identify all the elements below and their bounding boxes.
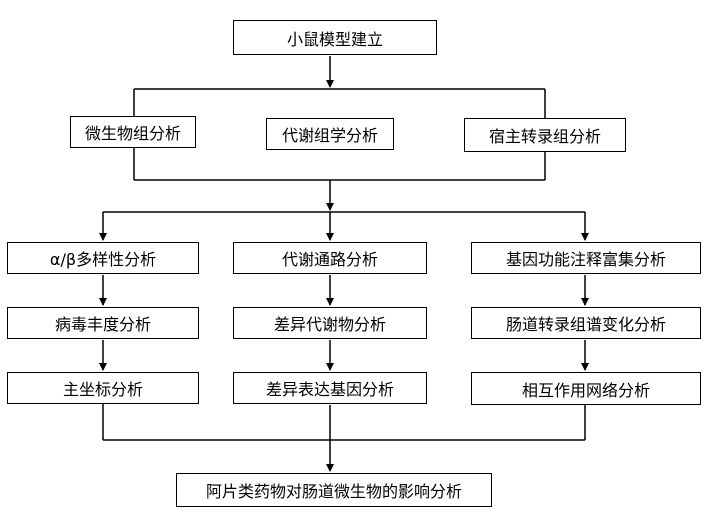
node-alpha-beta-diversity: α/β多样性分析 [7,242,199,274]
node-gut-transcriptome-changes: 肠道转录组谱变化分析 [471,307,701,339]
node-virus-abundance: 病毒丰度分析 [7,307,199,339]
node-metabolic-pathway: 代谢通路分析 [233,242,427,274]
node-gene-function-enrichment: 基因功能注释富集分析 [471,242,701,274]
node-interaction-network: 相互作用网络分析 [471,372,701,405]
node-differential-metabolites: 差异代谢物分析 [233,307,427,339]
node-pcoa: 主坐标分析 [7,372,199,404]
node-metabolomics-analysis: 代谢组学分析 [266,118,394,150]
node-differential-genes: 差异表达基因分析 [233,372,427,404]
node-mouse-model: 小鼠模型建立 [233,20,437,55]
node-host-transcriptome-analysis: 宿主转录组分析 [464,118,626,152]
node-opioid-effect-analysis: 阿片类药物对肠道微生物的影响分析 [176,473,492,507]
node-microbiome-analysis: 微生物组分析 [70,116,196,148]
